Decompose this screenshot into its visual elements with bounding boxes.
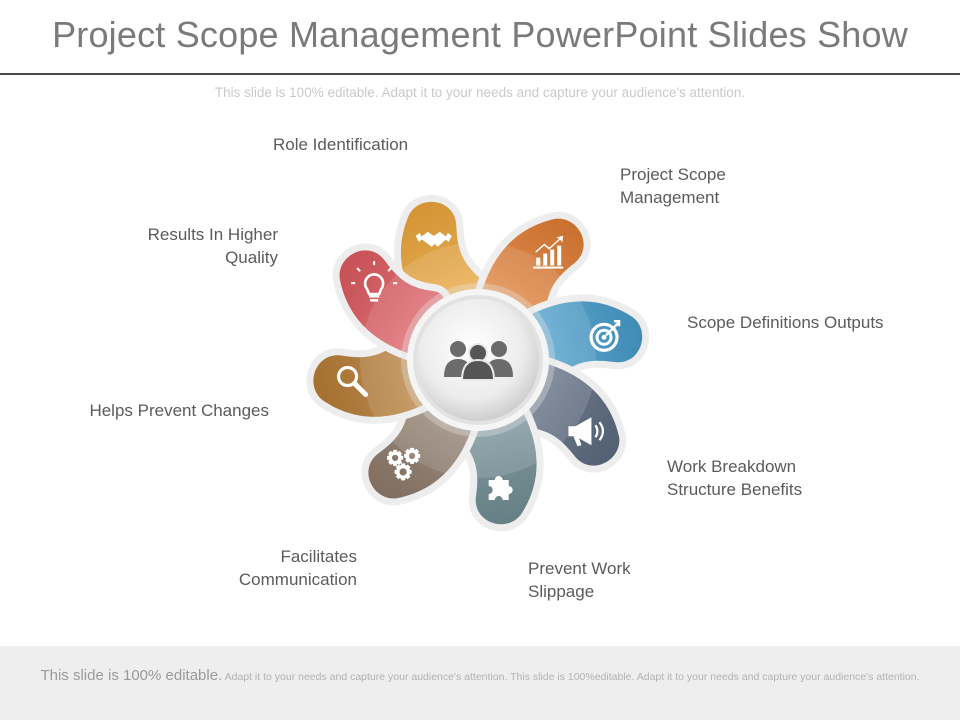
label-line: Quality — [225, 248, 278, 267]
label-line: Management — [620, 188, 720, 207]
label-line: Work Breakdown — [667, 457, 797, 476]
label-line: Prevent Work — [528, 559, 631, 578]
handshake-icon — [415, 231, 452, 247]
puzzle-icon — [488, 476, 513, 501]
lightbulb-icon — [351, 261, 398, 302]
label-line: Structure Benefits — [667, 480, 803, 499]
label-helps-prevent-changes: Helps Prevent Changes — [60, 399, 269, 422]
target-icon — [589, 320, 621, 352]
gears-icon — [387, 447, 421, 481]
growth-chart-icon — [533, 235, 564, 269]
label-role-identification: Role Identification — [273, 133, 408, 156]
label-line: Facilitates — [280, 547, 357, 566]
footer-text: Adapt it to your needs and capture your … — [224, 671, 920, 683]
label-line: Communication — [238, 570, 357, 589]
label-line: Role Identification — [273, 135, 409, 154]
footer-lead: This slide is 100% editable. — [40, 667, 223, 684]
slide-footer: This slide is 100% editable. Adapt it to… — [0, 646, 960, 720]
megaphone-icon — [568, 417, 605, 447]
label-line: Slippage — [528, 582, 595, 601]
label-line: Helps Prevent Changes — [89, 401, 269, 420]
team-icon — [444, 341, 513, 381]
magnifier-icon — [336, 365, 369, 397]
petal-prevent-slippage — [451, 395, 544, 532]
label-scope-definitions: Scope Definitions Outputs — [687, 311, 884, 334]
slide-title: Project Scope Management PowerPoint Slid… — [52, 14, 908, 55]
label-line: Results In Higher — [147, 225, 278, 244]
label-line: Project Scope — [620, 165, 726, 184]
title-divider — [0, 73, 960, 75]
label-line: Scope Definitions Outputs — [687, 313, 884, 332]
petal-scope-definitions — [513, 294, 650, 387]
slide-subtitle: This slide is 100% editable. Adapt it to… — [214, 85, 746, 100]
center-hub — [401, 283, 555, 437]
